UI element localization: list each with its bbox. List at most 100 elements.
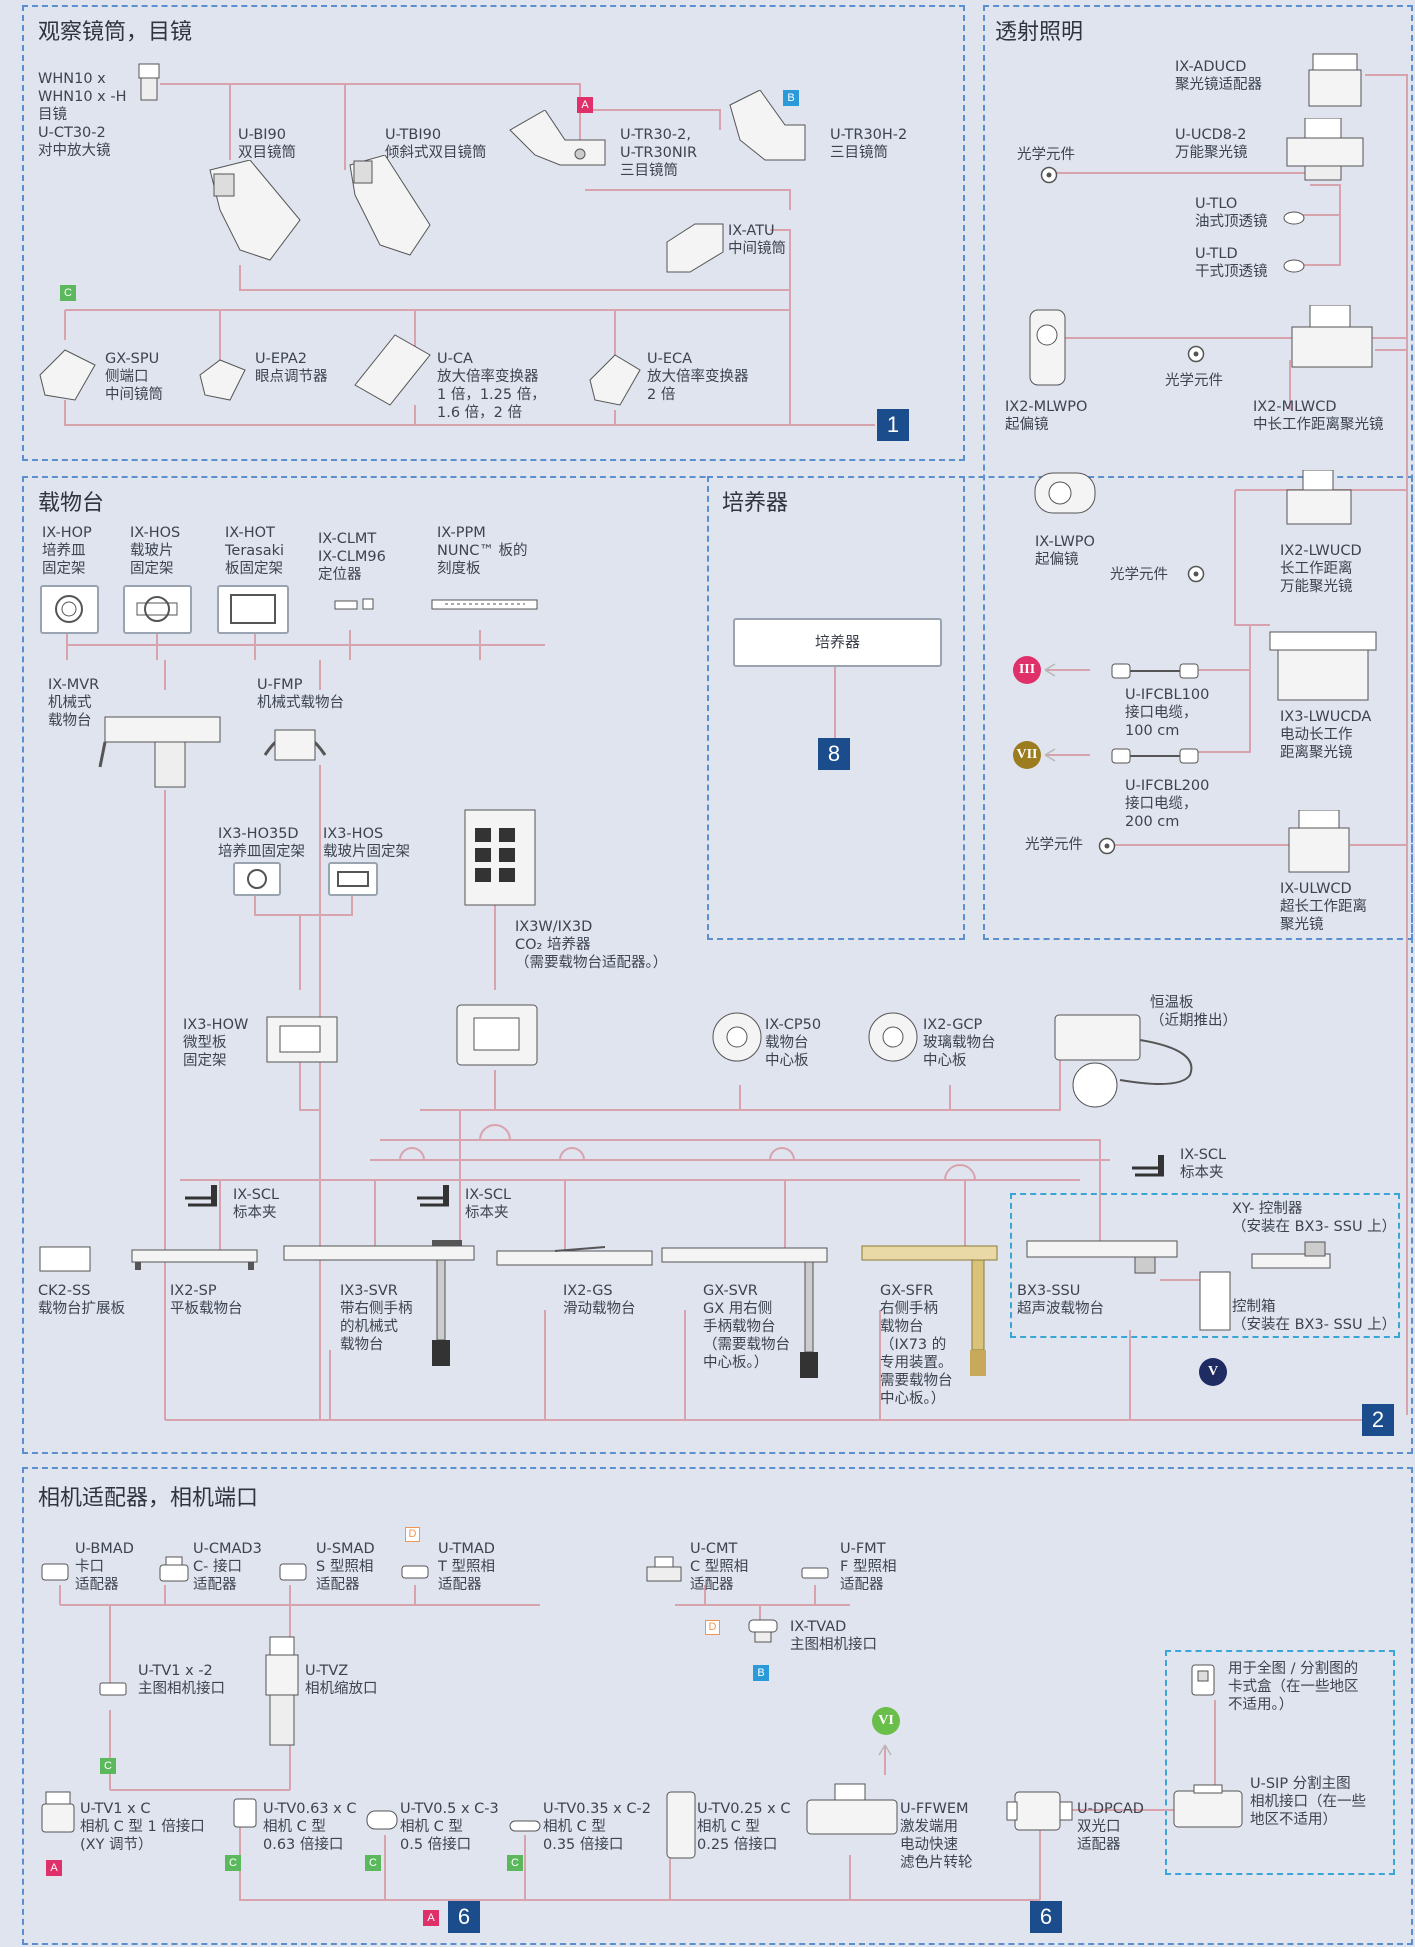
xy-controller-icon xyxy=(1250,1240,1340,1275)
optic-label-3: 光学元件 xyxy=(1110,566,1168,584)
camera-title: 相机适配器，相机端口 xyxy=(38,1480,258,1512)
mechanical-stage-fmp-icon xyxy=(255,710,335,770)
stage-title: 载物台 xyxy=(38,485,104,517)
tvad-port-icon xyxy=(745,1618,783,1648)
incubator-title: 培养器 xyxy=(722,485,788,517)
condenser-adapter-icon xyxy=(1305,52,1365,112)
ultrasonic-stage-icon xyxy=(1025,1235,1185,1280)
ix3hos-holder-icon xyxy=(328,862,378,896)
mechanical-stage-mvr-icon xyxy=(95,712,230,797)
section-6-badge: 6 xyxy=(448,1901,480,1933)
tag-d-2: D xyxy=(705,1620,720,1635)
tilting-binocular-icon xyxy=(340,155,440,265)
plain-stage-icon xyxy=(130,1248,260,1273)
tv05-port-icon xyxy=(365,1807,401,1833)
ck2ss-label: CK2-SS载物台扩展板 xyxy=(38,1282,125,1318)
hot-holder-icon xyxy=(217,585,289,634)
tag-c-5: C xyxy=(507,1855,523,1871)
eca-changer-icon xyxy=(585,350,645,410)
gcp-plate-icon xyxy=(866,1010,921,1065)
ulwcd-condenser-icon xyxy=(1285,810,1355,880)
ucd8-label: U-UCD8-2万能聚光镜 xyxy=(1175,126,1248,162)
cable-200-icon xyxy=(1110,745,1200,767)
dual-port-adapter-icon xyxy=(1005,1782,1075,1837)
tv063-port-icon xyxy=(232,1797,260,1831)
optical-element-icon xyxy=(1040,166,1058,184)
motorized-condenser-icon xyxy=(1268,630,1378,710)
connector-vii-icon: VII xyxy=(1013,741,1041,769)
gs-label: IX2-GS滑动载物台 xyxy=(563,1282,636,1318)
tag-a-3: A xyxy=(423,1910,439,1926)
cassette-icon xyxy=(1190,1663,1218,1699)
tubes-title: 观察镜筒，目镜 xyxy=(38,14,192,46)
stage-adapter-icon xyxy=(452,1000,542,1072)
cmt-label: U-CMTC 型照相适配器 xyxy=(690,1540,748,1594)
optical-element-icon-3 xyxy=(1187,565,1205,583)
ix3hos-label: IX3-HOS载玻片固定架 xyxy=(323,825,410,861)
co2-incubator-icon xyxy=(463,808,538,908)
binocular-tube-icon xyxy=(200,160,310,270)
ho35d-holder-icon xyxy=(233,862,281,896)
eyepiece-icon xyxy=(135,62,165,104)
xy-controller-label: XY- 控制器（安装在 BX3- SSU 上） xyxy=(1232,1200,1396,1236)
usip-label: U-SIP 分割主图相机接口（在一些地区不适用） xyxy=(1250,1775,1366,1829)
connector-vi-icon: VI xyxy=(872,1707,900,1735)
universal-condenser-icon xyxy=(1285,118,1365,188)
cmad3-label: U-CMAD3C- 接口适配器 xyxy=(193,1540,262,1594)
tag-d: D xyxy=(405,1527,420,1542)
hos-holder-icon xyxy=(123,585,192,634)
how-label: IX3-HOW微型板固定架 xyxy=(183,1016,248,1070)
tvz-label: U-TVZ相机缩放口 xyxy=(305,1662,378,1698)
bayonet-adapter-icon xyxy=(40,1560,72,1584)
specimen-clip-icon-3 xyxy=(1130,1150,1175,1180)
eyepoint-adjuster-icon xyxy=(195,355,250,405)
tag-c-2: C xyxy=(100,1758,116,1774)
hot-label: IX-HOTTerasaki板固定架 xyxy=(225,524,284,578)
tag-b-2: B xyxy=(753,1665,769,1681)
mlwcd-label: IX2-MLWCD中长工作距离聚光镜 xyxy=(1253,398,1384,434)
mlwcd-condenser-icon xyxy=(1290,305,1375,385)
polarizer-lwpo-icon xyxy=(1015,468,1105,523)
tv035-port-icon xyxy=(508,1818,544,1836)
s-adapter-icon xyxy=(278,1560,310,1584)
magnification-changer-icon xyxy=(350,330,435,410)
lwpo-label: IX-LWPO起偏镜 xyxy=(1035,533,1095,569)
control-box-icon xyxy=(1198,1270,1233,1335)
ix2sp-label: IX2-SP平板载物台 xyxy=(170,1282,243,1318)
section-8-badge: 8 xyxy=(818,738,850,770)
transmitted-title: 透射照明 xyxy=(995,14,1083,46)
c-camera-adapter-icon xyxy=(645,1555,683,1585)
lwucd-condenser-icon xyxy=(1285,470,1355,535)
trinocular-tube-icon xyxy=(505,110,615,175)
tv1x2-port-icon xyxy=(98,1680,130,1698)
incubator-box: 培养器 xyxy=(733,618,942,667)
section-1-badge: 1 xyxy=(877,409,909,441)
specimen-clip-icon-2 xyxy=(415,1180,460,1210)
heat-plate-icon xyxy=(1050,1010,1210,1110)
ffwem-label: U-FFWEM激发端用电动快速滤色片转轮 xyxy=(900,1800,973,1872)
